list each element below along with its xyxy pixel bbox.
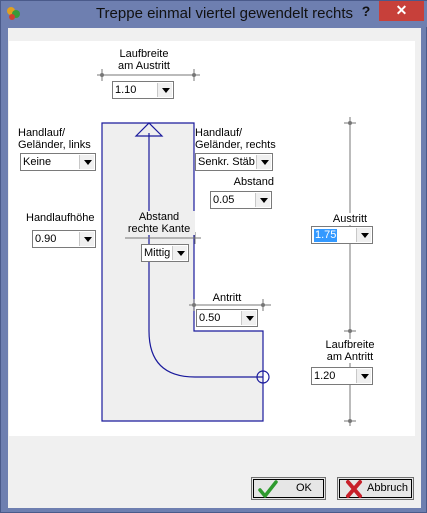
label-line: am Austritt (118, 60, 170, 72)
label-laufbreite-antritt: Laufbreite am Antritt (315, 339, 385, 363)
abstand-select[interactable]: 0.05 (210, 191, 272, 209)
chevron-down-icon[interactable] (79, 232, 94, 246)
select-value: 0.05 (213, 194, 235, 206)
select-value: 1.75 (314, 229, 338, 242)
label-handlauf-links: Handlauf/ Geländer, links (18, 127, 91, 151)
chevron-down-icon[interactable] (356, 228, 371, 242)
dialog-client-area: Laufbreite am Austritt 1.10 Handlauf/ Ge… (8, 28, 421, 508)
laufbreite-austritt-select[interactable]: 1.10 (112, 81, 174, 99)
ok-button-label: OK (296, 482, 312, 494)
label-laufbreite-austritt: Laufbreite am Austritt (109, 48, 179, 72)
ok-button[interactable]: OK (251, 477, 326, 500)
label-line: rechte Kante (127, 223, 191, 235)
select-value: Keine (23, 156, 52, 168)
stairs-app-icon (7, 7, 20, 20)
label-line: Geländer, rechts (195, 139, 276, 151)
chevron-down-icon[interactable] (356, 369, 371, 383)
help-button[interactable]: ? (361, 3, 371, 19)
select-value: 1.10 (115, 84, 137, 96)
dimension-laufbreite-austritt (97, 69, 200, 81)
label-line: Laufbreite (325, 339, 375, 351)
green-check-icon (258, 480, 278, 498)
label-line: Handlauf/ (18, 127, 66, 139)
handlaufhoehe-select[interactable]: 0.90 (32, 230, 96, 248)
window-title: Treppe einmal viertel gewendelt rechts (95, 5, 354, 22)
chevron-down-icon[interactable] (255, 193, 270, 207)
abstand-rechte-kante-select[interactable]: Mittig (141, 244, 189, 262)
handlauf-links-select[interactable]: Keine (20, 153, 96, 171)
label-line: Geländer, links (18, 139, 91, 151)
close-button[interactable]: ✕ (379, 1, 424, 21)
label-line: Laufbreite (119, 48, 169, 60)
label-antritt: Antritt (212, 292, 242, 304)
stair-outline (101, 122, 264, 422)
select-value: Mittig (144, 247, 171, 259)
dimension-antritt (189, 299, 271, 311)
label-line: am Antritt (326, 351, 374, 363)
label-austritt: Austritt (327, 213, 373, 225)
antritt-select[interactable]: 0.50 (196, 309, 258, 327)
select-value: 0.90 (35, 233, 57, 245)
label-line: Abstand (138, 211, 180, 223)
walking-line-start (256, 370, 270, 384)
chevron-down-icon[interactable] (172, 246, 187, 260)
laufbreite-antritt-select[interactable]: 1.20 (311, 367, 373, 385)
title-bar[interactable]: Treppe einmal viertel gewendelt rechts ?… (1, 1, 427, 27)
label-abstand: Abstand (233, 176, 274, 188)
select-value: Senkr. Stäb (198, 156, 255, 168)
chevron-down-icon[interactable] (241, 311, 256, 325)
austritt-select[interactable]: 1.75 (311, 226, 373, 244)
select-value: 1.20 (314, 370, 336, 382)
cancel-button[interactable]: Abbruch (337, 477, 414, 500)
dimension-abstand-rechte-kante (125, 232, 201, 244)
select-value: 0.50 (199, 312, 221, 324)
chevron-down-icon[interactable] (79, 155, 94, 169)
label-handlaufhoehe: Handlaufhöhe (26, 212, 95, 224)
label-line: Handlauf/ (195, 127, 243, 139)
chevron-down-icon[interactable] (256, 155, 271, 169)
walking-line (148, 133, 263, 378)
label-abstand-rechte-kante: Abstand rechte Kante (123, 211, 195, 235)
cancel-button-label: Abbruch (367, 482, 408, 494)
label-handlauf-rechts: Handlauf/ Geländer, rechts (195, 127, 276, 151)
chevron-down-icon[interactable] (157, 83, 172, 97)
stair-drawing-canvas: Laufbreite am Austritt 1.10 Handlauf/ Ge… (9, 41, 415, 436)
red-x-icon (346, 480, 362, 498)
handlauf-rechts-select[interactable]: Senkr. Stäb (195, 153, 273, 171)
walking-line-arrow (134, 122, 164, 137)
stair-plan-drawing (97, 69, 356, 426)
